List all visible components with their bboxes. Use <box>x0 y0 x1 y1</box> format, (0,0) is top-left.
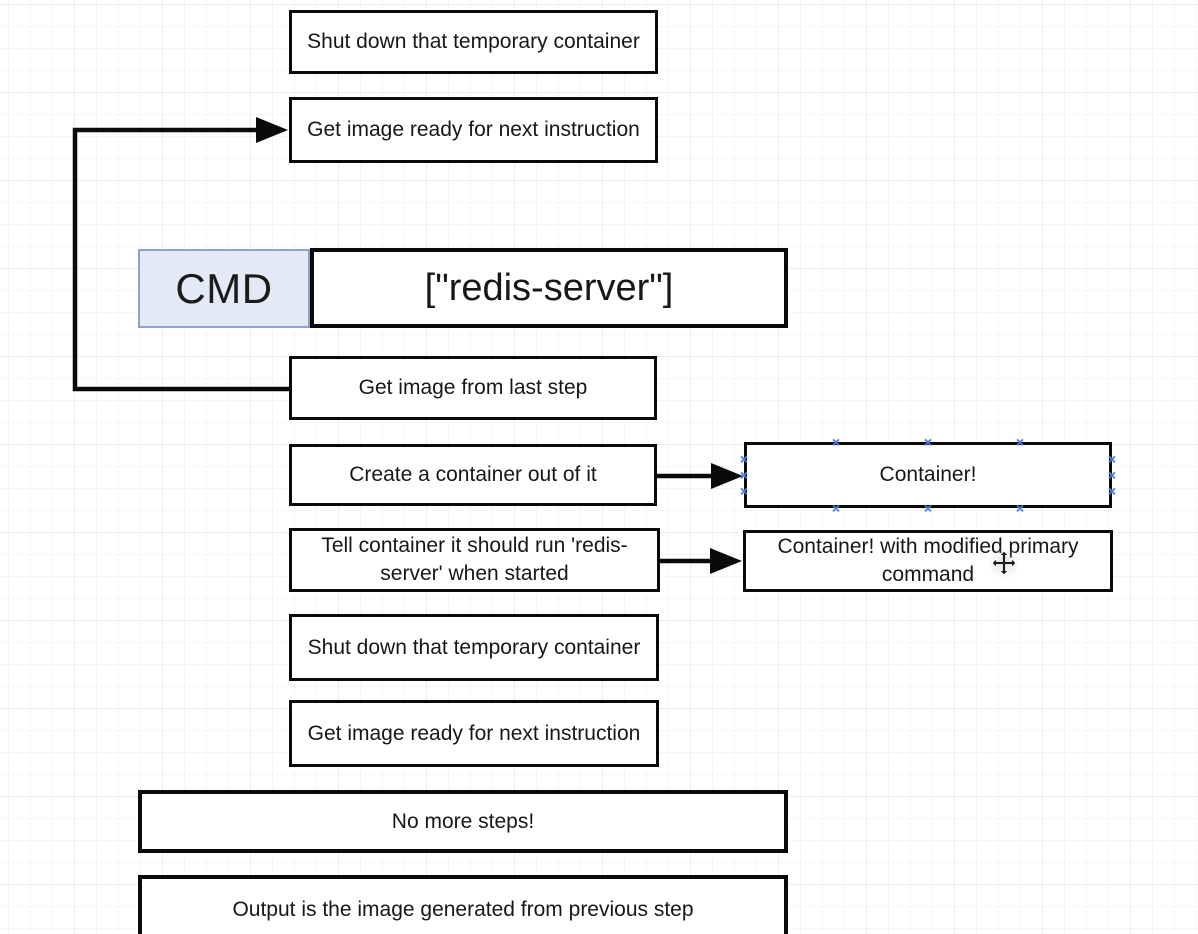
node-label: Shut down that temporary container <box>307 30 640 53</box>
node-label: Shut down that temporary container <box>307 635 641 659</box>
node-label: ["redis-server"] <box>424 267 674 309</box>
connection-point-icon[interactable]: × <box>739 451 749 467</box>
connection-point-icon[interactable]: × <box>739 467 749 483</box>
node-get-image-ready-2[interactable]: Get image ready for next instruction <box>289 700 659 767</box>
node-label: Container! with modified primary command <box>777 535 1079 586</box>
node-label: Container! <box>879 463 977 486</box>
connection-point-icon[interactable]: × <box>1015 500 1025 516</box>
node-label: Get image ready for next instruction <box>307 118 640 141</box>
node-no-more-steps[interactable]: No more steps! <box>138 790 788 853</box>
move-cursor-icon <box>986 545 1022 581</box>
node-shut-down-temporary-2[interactable]: Shut down that temporary container <box>289 614 659 681</box>
node-tell-container[interactable]: Tell container it should run 'redis-serv… <box>289 528 660 592</box>
node-label: Create a container out of it <box>349 463 597 486</box>
node-create-container[interactable]: Create a container out of it <box>289 444 657 506</box>
connection-point-icon[interactable]: × <box>923 500 933 516</box>
connection-point-icon[interactable]: × <box>831 500 841 516</box>
node-cmd-value-cell[interactable]: ["redis-server"] <box>310 248 788 328</box>
connection-point-icon[interactable]: × <box>1107 483 1117 499</box>
node-get-image-ready-1[interactable]: Get image ready for next instruction <box>289 97 658 163</box>
connection-point-icon[interactable]: × <box>831 434 841 450</box>
node-label: Get image from last step <box>358 376 588 399</box>
node-label: CMD <box>175 264 273 312</box>
connection-point-icon[interactable]: × <box>739 483 749 499</box>
node-shut-down-temporary-1[interactable]: Shut down that temporary container <box>289 10 658 74</box>
connection-point-icon[interactable]: × <box>923 434 933 450</box>
connection-point-icon[interactable]: × <box>1015 434 1025 450</box>
node-label: Tell container it should run 'redis-serv… <box>321 534 628 585</box>
edge-tell-to-modified[interactable] <box>660 548 742 574</box>
node-cmd-key-cell[interactable]: CMD <box>138 249 310 328</box>
node-container[interactable]: Container! <box>744 442 1112 508</box>
node-output-image[interactable]: Output is the image generated from previ… <box>138 875 788 934</box>
edge-create-to-container[interactable] <box>657 463 743 489</box>
node-label: Output is the image generated from previ… <box>232 898 694 921</box>
edge-loop-get-image-to-get-ready[interactable] <box>72 117 289 392</box>
connection-point-icon[interactable]: × <box>1107 451 1117 467</box>
node-label: No more steps! <box>391 809 535 833</box>
node-get-image-last-step[interactable]: Get image from last step <box>289 356 657 420</box>
node-label: Get image ready for next instruction <box>307 721 641 745</box>
node-container-modified[interactable]: Container! with modified primary command <box>743 530 1113 592</box>
connection-point-icon[interactable]: × <box>1107 467 1117 483</box>
